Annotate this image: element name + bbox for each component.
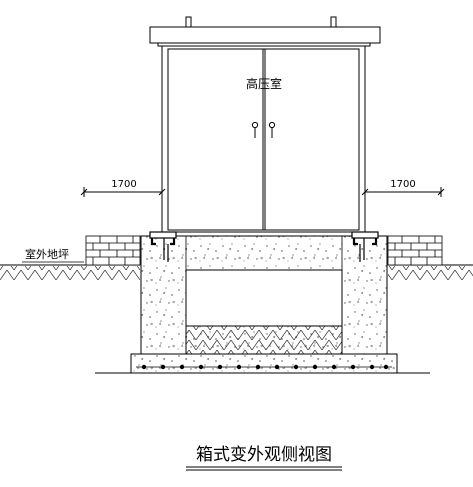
room-label: 高压室 [246,76,282,91]
channel-steel-right [351,231,379,262]
soil-hatch [0,264,473,280]
cabinet [161,45,366,233]
drawing-title: 箱式变外观侧视图 [196,445,332,465]
concrete-foundation [140,235,388,355]
channel-steel-left [149,231,177,262]
rebar-dots [141,364,389,370]
dimension-right [361,187,445,197]
brick-paving-right [387,235,443,266]
brick-paving-left [85,235,141,266]
ground-label: 室外地坪 [25,247,69,261]
dimension-right-value: 1700 [390,179,415,190]
dimension-left [80,187,166,197]
door-handle-icon [251,121,276,138]
base-slab [130,353,398,374]
dimension-left-value: 1700 [111,179,136,190]
roof [149,16,381,47]
